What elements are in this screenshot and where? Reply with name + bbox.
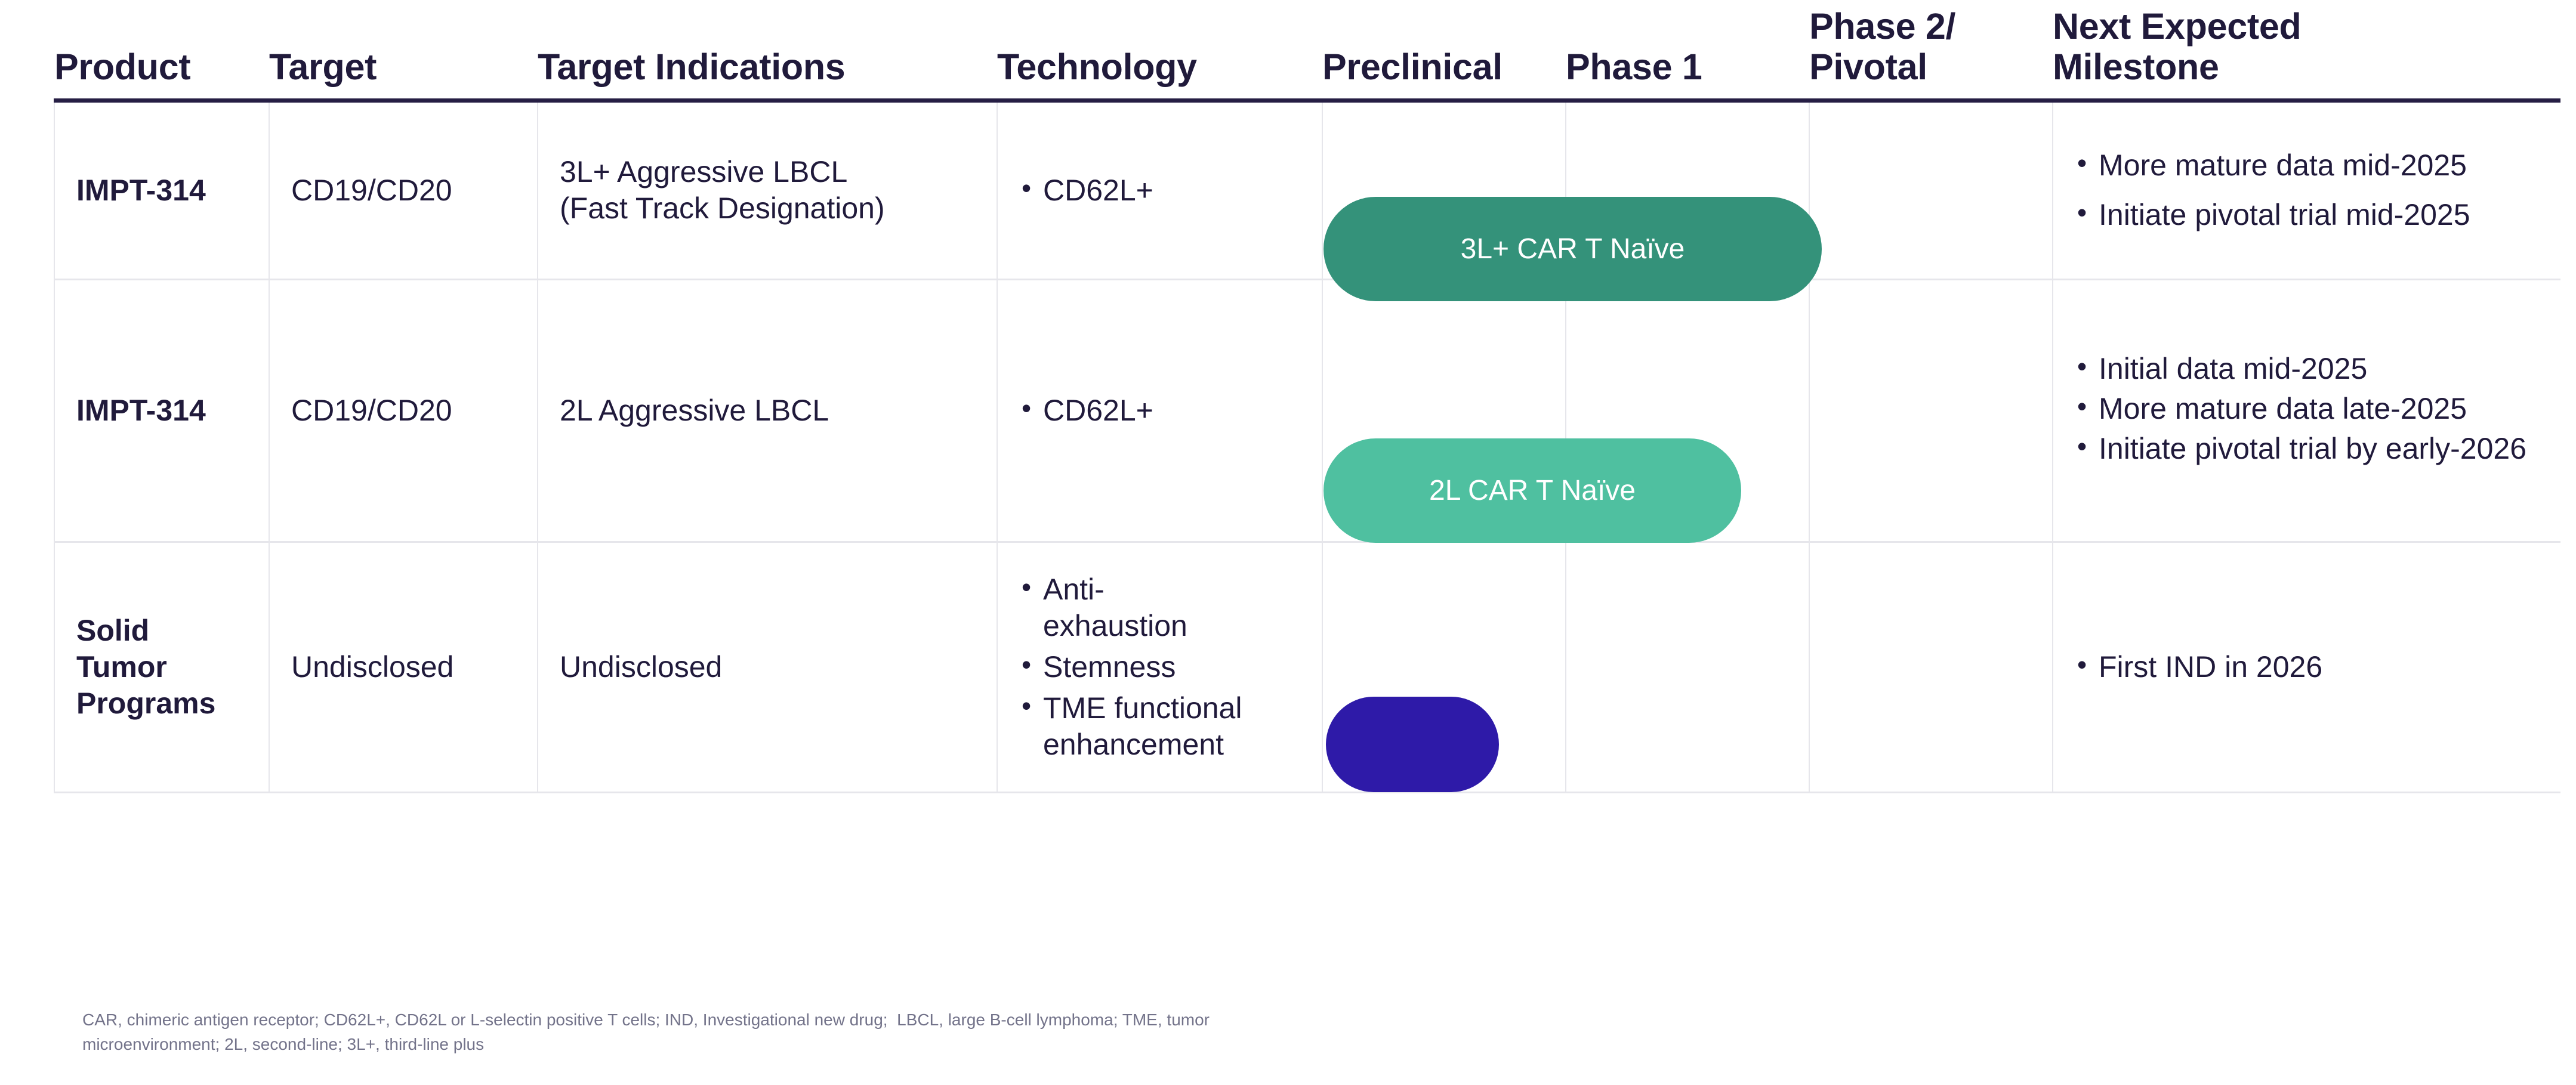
cell-milestone: First IND in 2026 xyxy=(2052,542,2560,793)
pill-solid-tumor[interactable] xyxy=(1326,697,1499,792)
list-item: CD62L+ xyxy=(1019,391,1306,429)
technology-list: CD62L+ xyxy=(1019,391,1306,429)
footnote: CAR, chimeric antigen receptor; CD62L+, … xyxy=(82,1008,1932,1056)
column-header-next-expected-milestone: Next Expected Milestone xyxy=(2053,6,2560,103)
list-item: TME functional enhancement xyxy=(1019,689,1282,763)
cell-indications: 2L Aggressive LBCL xyxy=(537,279,997,543)
cell-target: Undisclosed xyxy=(269,542,538,793)
product-label: Solid Tumor Programs xyxy=(76,613,216,720)
list-item: Initial data mid-2025 xyxy=(2075,350,2545,387)
column-header-phase-1: Phase 1 xyxy=(1566,6,1809,103)
cell-milestone: Initial data mid-2025 More mature data l… xyxy=(2052,279,2560,543)
cell-phase-2-pivotal xyxy=(1809,542,2053,793)
milestone-list: Initial data mid-2025 More mature data l… xyxy=(2075,350,2545,467)
pill-label: 2L CAR T Naïve xyxy=(1429,474,1636,506)
pipeline-table: Product Target Target Indications Techno… xyxy=(54,6,2560,793)
list-item: Initiate pivotal trial mid-2025 xyxy=(2075,196,2545,233)
cell-technology: Anti-exhaustion Stemness TME functional … xyxy=(997,542,1322,793)
cell-technology: CD62L+ xyxy=(997,279,1322,543)
cell-indications: 3L+ Aggressive LBCL (Fast Track Designat… xyxy=(537,100,997,280)
indication-line: Undisclosed xyxy=(560,650,723,684)
column-header-phase-2-pivotal: Phase 2/ Pivotal xyxy=(1809,6,2053,103)
cell-target: CD19/CD20 xyxy=(269,279,538,543)
table-header: Product Target Target Indications Techno… xyxy=(54,6,2560,103)
list-item: Initiate pivotal trial by early-2026 xyxy=(2075,429,2545,467)
column-header-target: Target xyxy=(269,6,538,103)
table-row: Solid Tumor Programs Undisclosed Undiscl… xyxy=(54,542,2560,793)
cell-technology: CD62L+ xyxy=(997,100,1322,280)
column-header-technology: Technology xyxy=(997,6,1322,103)
list-item: More mature data mid-2025 xyxy=(2075,146,2545,184)
cell-product: IMPT-314 xyxy=(54,279,269,543)
column-header-product: Product xyxy=(54,6,269,103)
cell-product: Solid Tumor Programs xyxy=(54,542,269,793)
cell-milestone: More mature data mid-2025 Initiate pivot… xyxy=(2052,100,2560,280)
list-item: Anti-exhaustion xyxy=(1019,570,1187,644)
footnote-line-1: CAR, chimeric antigen receptor; CD62L+, … xyxy=(82,1010,1210,1029)
pill-2l-car-t-naive[interactable]: 2L CAR T Naïve xyxy=(1324,438,1741,543)
milestone-list: First IND in 2026 xyxy=(2075,648,2545,685)
indication-line: 2L Aggressive LBCL xyxy=(560,393,829,427)
table-row: IMPT-314 CD19/CD20 3L+ Aggressive LBCL (… xyxy=(54,100,2560,280)
indication-line: (Fast Track Designation) xyxy=(560,191,885,225)
list-item: First IND in 2026 xyxy=(2075,648,2545,685)
cell-product: IMPT-314 xyxy=(54,100,269,280)
table-row: IMPT-314 CD19/CD20 2L Aggressive LBCL CD… xyxy=(54,279,2560,543)
cell-phase-2-pivotal xyxy=(1809,100,2053,280)
header-row: Product Target Target Indications Techno… xyxy=(54,6,2560,103)
technology-list: Anti-exhaustion Stemness TME functional … xyxy=(1019,570,1306,763)
list-item: Stemness xyxy=(1019,648,1306,685)
cell-phase-1 xyxy=(1565,542,1809,793)
technology-list: CD62L+ xyxy=(1019,171,1306,209)
pill-3l-car-t-naive[interactable]: 3L+ CAR T Naïve xyxy=(1324,197,1822,301)
list-item: More mature data late-2025 xyxy=(2075,390,2545,427)
cell-phase-2-pivotal xyxy=(1809,279,2053,543)
indication-line: 3L+ Aggressive LBCL xyxy=(560,155,848,189)
cell-target: CD19/CD20 xyxy=(269,100,538,280)
column-header-indications: Target Indications xyxy=(538,6,997,103)
cell-indications: Undisclosed xyxy=(537,542,997,793)
pill-label: 3L+ CAR T Naïve xyxy=(1460,233,1685,265)
column-header-preclinical: Preclinical xyxy=(1322,6,1566,103)
table-body: IMPT-314 CD19/CD20 3L+ Aggressive LBCL (… xyxy=(54,100,2560,793)
footnote-line-2: microenvironment; 2L, second-line; 3L+, … xyxy=(82,1034,485,1053)
list-item: CD62L+ xyxy=(1019,171,1306,209)
milestone-list: More mature data mid-2025 Initiate pivot… xyxy=(2075,146,2545,233)
